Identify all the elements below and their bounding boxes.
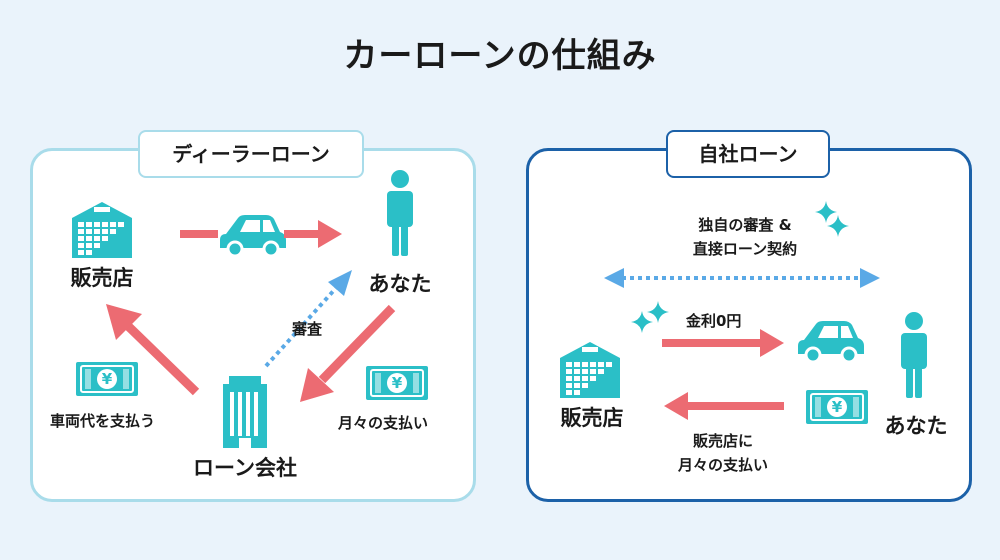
pay-shop-line-1: 販売店に xyxy=(692,432,753,450)
shop-icon xyxy=(72,202,132,258)
you-label: あなた xyxy=(884,414,948,438)
person-icon xyxy=(387,170,413,256)
direct-contract-dotted-arrow xyxy=(604,268,880,288)
pay-car-label: 車両代を支払う xyxy=(50,412,156,430)
loan-company-label: ローン会社 xyxy=(193,456,297,480)
shop-label: 販売店 xyxy=(70,266,134,290)
money-icon xyxy=(805,389,869,425)
dealer-loan-tab: ディーラーローン xyxy=(138,130,364,178)
monthly-payment-label: 月々の支払い xyxy=(338,414,429,432)
inhouse-loan-tab: 自社ローン xyxy=(666,130,830,178)
car-icon xyxy=(218,213,288,258)
sparkle-icon xyxy=(827,215,849,237)
page-title: カーローンの仕組み xyxy=(343,36,657,76)
you-to-company-arrow xyxy=(300,304,396,402)
money-icon xyxy=(365,365,429,401)
person-icon xyxy=(901,312,927,398)
company-to-shop-arrow xyxy=(106,304,200,396)
sparkle-icon xyxy=(631,311,653,333)
shop-label: 販売店 xyxy=(560,406,624,430)
interest-label: 金利0円 xyxy=(686,312,742,330)
review-dotted-arrow xyxy=(264,270,352,368)
payment-arrow xyxy=(664,392,784,420)
loan-company-icon xyxy=(223,376,267,448)
shop-to-you-arrow xyxy=(180,220,342,248)
inhouse-loan-panel xyxy=(526,148,972,502)
pay-shop-line-2: 月々の支払い xyxy=(677,456,768,474)
you-label: あなた xyxy=(368,272,432,296)
review-line-2: 直接ローン契約 xyxy=(692,240,798,258)
interest-arrow xyxy=(662,329,784,357)
car-icon xyxy=(796,319,866,364)
money-icon xyxy=(75,361,139,397)
review-line-1: 独自の審査 & xyxy=(698,216,792,234)
shop-icon xyxy=(560,342,620,398)
review-label: 審査 xyxy=(292,320,323,338)
sparkle-icon xyxy=(647,301,669,323)
